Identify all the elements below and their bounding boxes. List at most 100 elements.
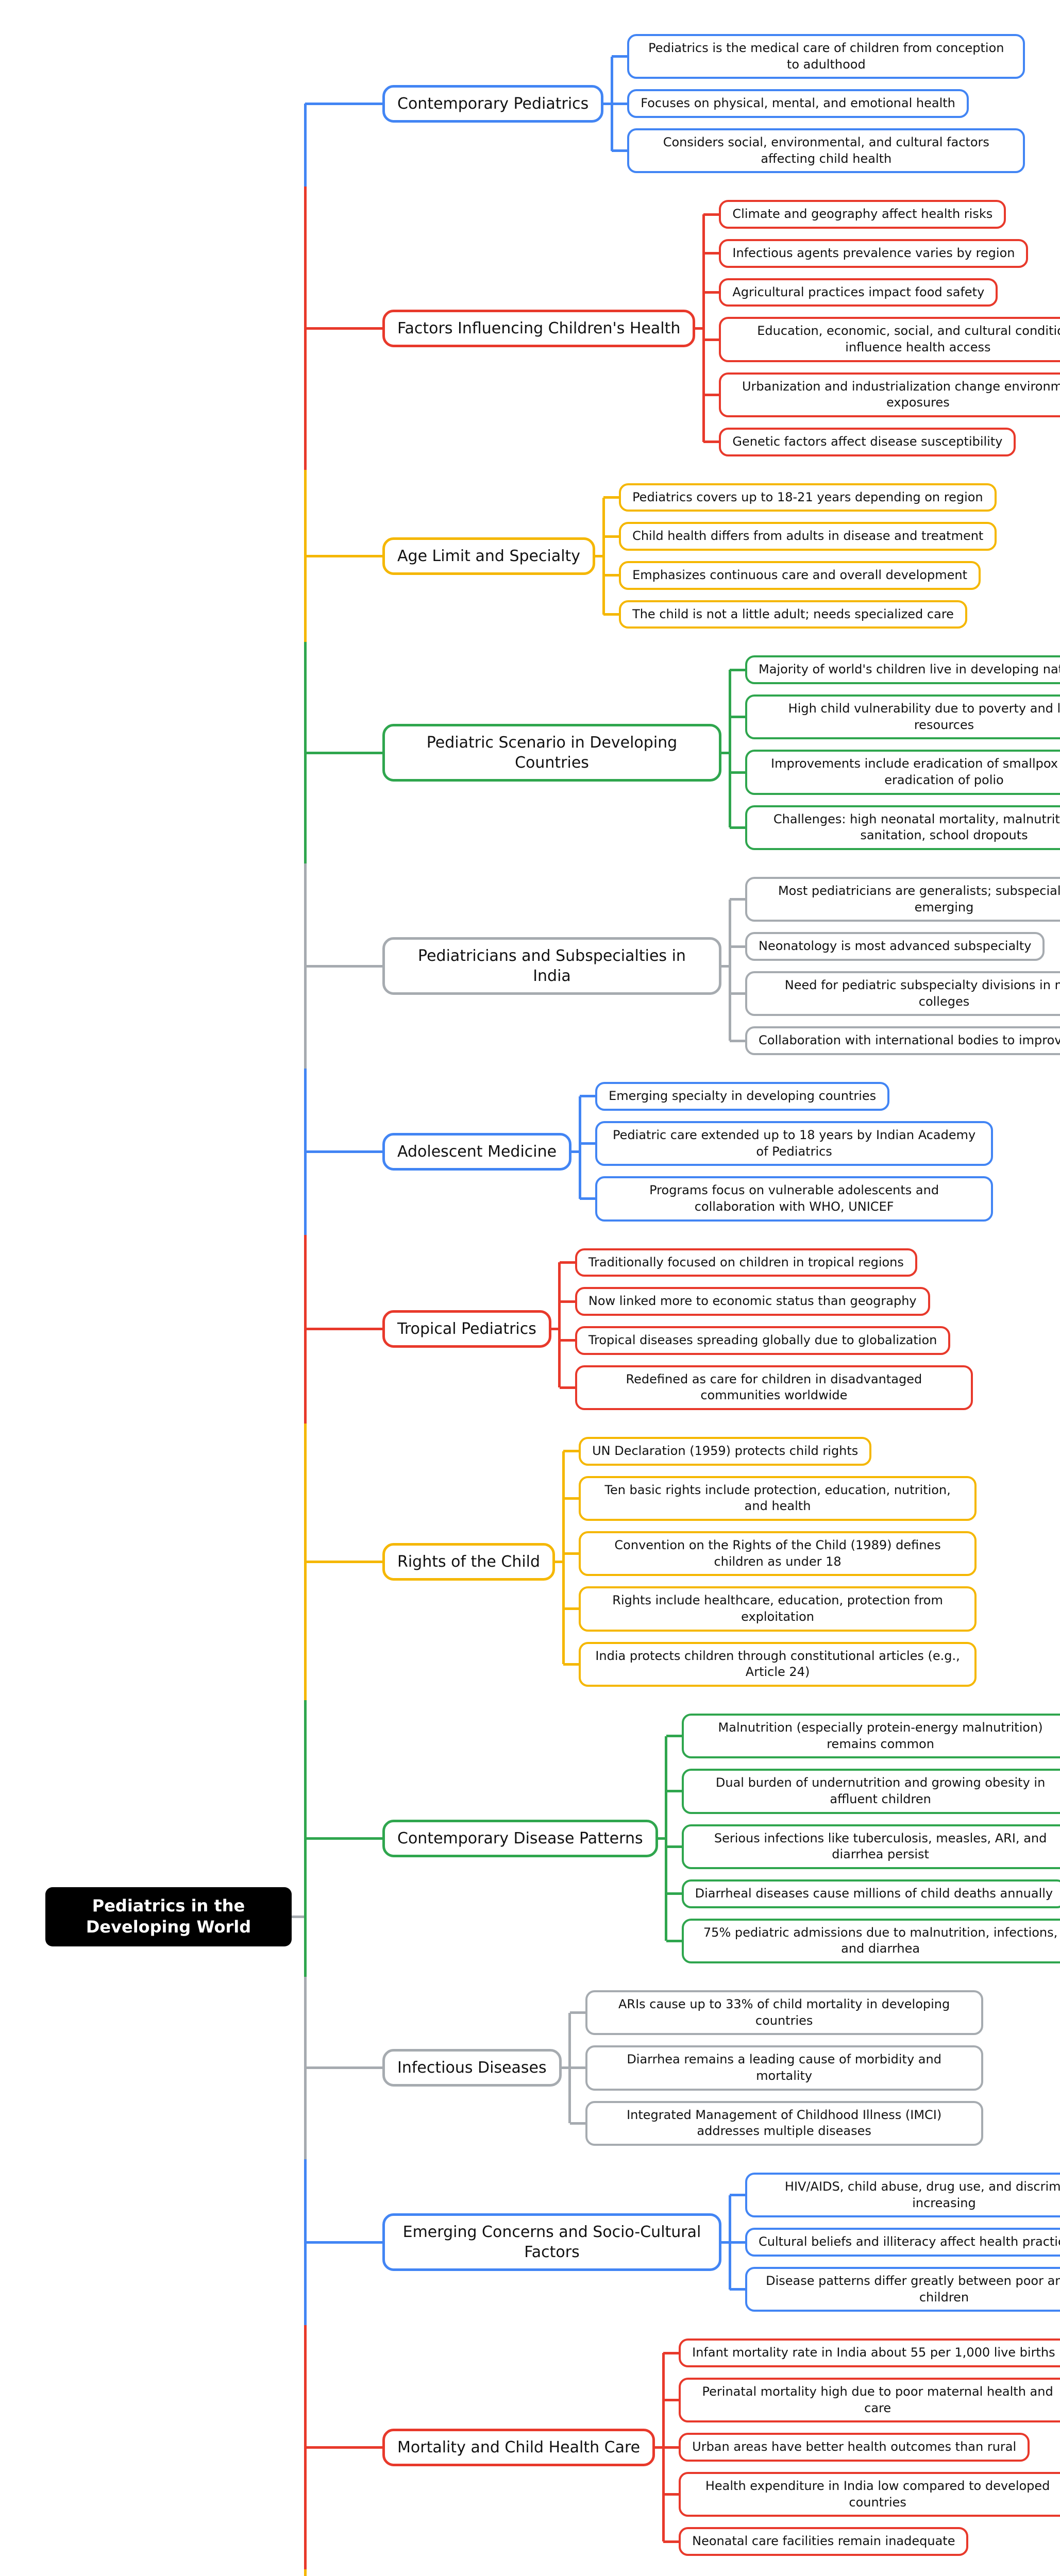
branch-connector <box>695 327 704 330</box>
branch-node: Tropical Pediatrics <box>382 1310 551 1348</box>
leaf-slot: Programs focus on vulnerable adolescents… <box>578 1171 994 1226</box>
leaf-slot: Most pediatricians are generalists; subs… <box>728 872 1060 927</box>
leaf-slot: Pediatrics is the medical care of childr… <box>610 29 1025 84</box>
leaf-slot: Disease patterns differ greatly between … <box>728 2262 1060 2317</box>
leaf-node: Agricultural practices impact food safet… <box>719 278 998 307</box>
leaf-slot: Pediatric care extended up to 18 years b… <box>578 1115 994 1172</box>
leaf-slot: Traditionally focused on children in tro… <box>558 1243 973 1282</box>
leaf-node: Rights include healthcare, education, pr… <box>579 1586 977 1632</box>
branch-node: Pediatric Scenario in Developing Countri… <box>382 724 721 782</box>
leaf-node: Health expenditure in India low compared… <box>679 2472 1060 2517</box>
branch-row: Factors Influencing Children's Health Cli… <box>304 187 1060 470</box>
leaf-slot: Redefined as care for children in disadv… <box>558 1360 973 1415</box>
leaf-slot: Genetic factors affect disease susceptib… <box>702 422 1060 462</box>
children-column: ARIs cause up to 33% of child mortality … <box>568 1985 983 2151</box>
leaf-node: Education, economic, social, and cultura… <box>719 317 1060 362</box>
leaf-slot: Diarrheal diseases cause millions of chi… <box>665 1874 1060 1913</box>
branch-row: Rights of the Child UN Declaration (1959)… <box>304 1423 1060 1700</box>
leaf-slot: Tropical diseases spreading globally due… <box>558 1320 973 1360</box>
leaf-node: Redefined as care for children in disadv… <box>575 1365 973 1410</box>
branches: Contemporary Pediatrics Pediatrics is the… <box>304 21 1060 2576</box>
leaf-node: Programs focus on vulnerable adolescents… <box>595 1176 994 1222</box>
leaf-slot: Challenges: high neonatal mortality, mal… <box>728 800 1060 855</box>
branch-row: Pediatricians and Subspecialties in Indi… <box>304 863 1060 1069</box>
leaf-slot: Climate and geography affect health risk… <box>702 195 1060 234</box>
leaf-node: Considers social, environmental, and cul… <box>627 128 1025 174</box>
leaf-node: Infant mortality rate in India about 55 … <box>679 2338 1060 2368</box>
branch-connector <box>551 1328 560 1331</box>
leaf-slot: Neonatology is most advanced subspecialt… <box>728 927 1060 966</box>
leaf-slot: Infectious agents prevalence varies by r… <box>702 234 1060 273</box>
children-column: Infant mortality rate in India about 55 … <box>662 2333 1060 2561</box>
leaf-slot: Infant mortality rate in India about 55 … <box>662 2333 1060 2372</box>
leaf-node: HIV/AIDS, child abuse, drug use, and dis… <box>745 2173 1060 2218</box>
branch-node: Factors Influencing Children's Health <box>382 309 696 347</box>
leaf-slot: Malnutrition (especially protein-energy … <box>665 1708 1060 1764</box>
leaf-node: UN Declaration (1959) protects child rig… <box>579 1436 872 1466</box>
leaf-node: Majority of world's children live in dev… <box>745 655 1060 685</box>
leaf-node: India protects children through constitu… <box>579 1641 977 1687</box>
branch-row: Contemporary Pediatrics Pediatrics is the… <box>304 21 1060 187</box>
leaf-node: Integrated Management of Childhood Illne… <box>585 2100 983 2146</box>
branch-connector <box>721 751 730 754</box>
children-column: Traditionally focused on children in tro… <box>558 1243 973 1415</box>
branch-connector <box>658 1837 666 1840</box>
leaf-slot: Perinatal mortality high due to poor mat… <box>662 2372 1060 2428</box>
leaf-node: Child health differs from adults in dise… <box>619 522 997 551</box>
leaf-node: Perinatal mortality high due to poor mat… <box>679 2378 1060 2423</box>
leaf-node: Pediatric care extended up to 18 years b… <box>595 1121 994 1166</box>
children-column: Emerging specialty in developing countri… <box>578 1077 994 1226</box>
leaf-slot: Education, economic, social, and cultura… <box>702 312 1060 368</box>
leaf-node: Disease patterns differ greatly between … <box>745 2267 1060 2312</box>
branch-node: Infectious Diseases <box>382 2049 562 2087</box>
leaf-node: Focuses on physical, mental, and emotion… <box>627 89 969 118</box>
leaf-slot: Neonatal care facilities remain inadequa… <box>662 2522 1060 2561</box>
leaf-node: 75% pediatric admissions due to malnutri… <box>681 1918 1060 1963</box>
leaf-slot: Improvements include eradication of smal… <box>728 744 1060 801</box>
leaf-node: Diarrheal diseases cause millions of chi… <box>681 1879 1060 1908</box>
leaf-node: Need for pediatric subspecialty division… <box>745 971 1060 1016</box>
leaf-node: Neonatology is most advanced subspecialt… <box>745 932 1045 961</box>
branch-connector <box>561 2066 570 2070</box>
leaf-node: Diarrhea remains a leading cause of morb… <box>585 2045 983 2091</box>
branch-node: Contemporary Disease Patterns <box>382 1819 658 1857</box>
children-column: Malnutrition (especially protein-energy … <box>665 1708 1060 1969</box>
children-column: Pediatrics covers up to 18-21 years depe… <box>602 478 997 634</box>
children-column: Climate and geography affect health risk… <box>702 195 1060 462</box>
leaf-slot: India protects children through constitu… <box>562 1636 977 1692</box>
branch-row: Infectious Diseases ARIs cause up to 33% … <box>304 1976 1060 2160</box>
leaf-node: Urbanization and industrialization chang… <box>719 372 1060 418</box>
leaf-node: Most pediatricians are generalists; subs… <box>745 877 1060 922</box>
leaf-slot: Convention on the Rights of the Child (1… <box>562 1526 977 1582</box>
branch-connector <box>721 964 730 968</box>
leaf-slot: HIV/AIDS, child abuse, drug use, and dis… <box>728 2167 1060 2223</box>
leaf-node: Pediatrics is the medical care of childr… <box>627 34 1025 79</box>
leaf-node: Emerging specialty in developing countri… <box>595 1082 890 1111</box>
leaf-slot: Diarrhea remains a leading cause of morb… <box>568 2040 983 2096</box>
branch-connector <box>721 2241 730 2244</box>
leaf-slot: Dual burden of undernutrition and growin… <box>665 1764 1060 1819</box>
leaf-slot: UN Declaration (1959) protects child rig… <box>562 1432 977 1471</box>
branch-row: Pediatric Scenario in Developing Countri… <box>304 642 1060 863</box>
branch-row: Morbidity and Quality of LifeOne third o… <box>304 2569 1060 2576</box>
leaf-node: Infectious agents prevalence varies by r… <box>719 239 1029 268</box>
leaf-slot: Urban areas have better health outcomes … <box>662 2428 1060 2467</box>
branch-node: Contemporary Pediatrics <box>382 84 604 123</box>
leaf-node: Traditionally focused on children in tro… <box>575 1248 917 1277</box>
branch-node: Rights of the Child <box>382 1543 556 1581</box>
leaf-node: Neonatal care facilities remain inadequa… <box>679 2527 969 2556</box>
leaf-slot: Agricultural practices impact food safet… <box>702 273 1060 312</box>
leaf-slot: The child is not a little adult; needs s… <box>602 595 997 634</box>
root-node: Pediatrics in the Developing World <box>45 1887 306 1946</box>
branch-row: Tropical Pediatrics Traditionally focused… <box>304 1234 1060 1424</box>
leaf-node: ARIs cause up to 33% of child mortality … <box>585 1990 983 2036</box>
branch-node: Adolescent Medicine <box>382 1132 572 1171</box>
leaf-node: Cultural beliefs and illiteracy affect h… <box>745 2228 1060 2257</box>
leaf-slot: Serious infections like tuberculosis, me… <box>665 1819 1060 1875</box>
children-column: Most pediatricians are generalists; subs… <box>728 872 1060 1060</box>
leaf-slot: Child health differs from adults in dise… <box>602 517 997 556</box>
leaf-slot: ARIs cause up to 33% of child mortality … <box>568 1985 983 2041</box>
